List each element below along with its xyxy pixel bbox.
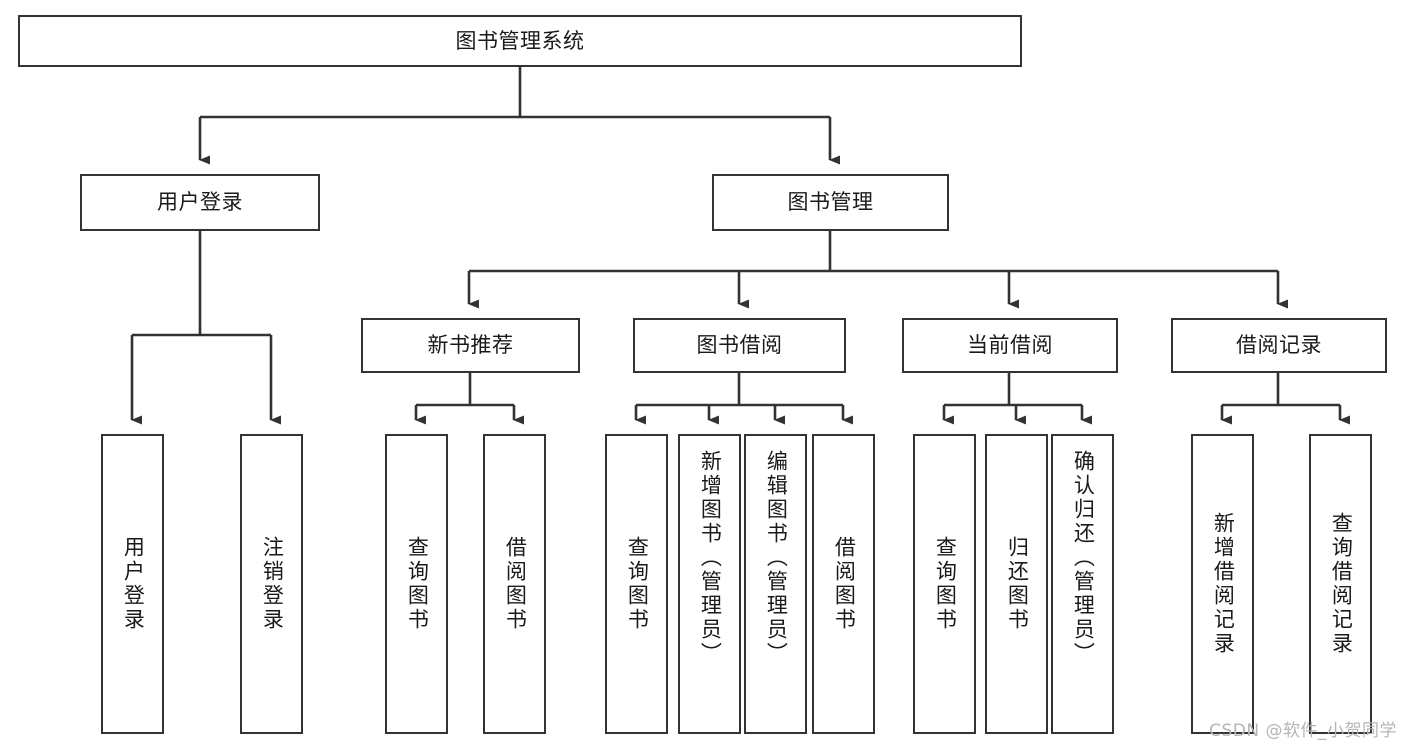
node-borrow-record-label: 借阅记录 — [1236, 333, 1322, 358]
node-leaf-return-book[interactable]: 归还图书 — [985, 434, 1048, 734]
node-book-manage[interactable]: 图书管理 — [712, 174, 949, 231]
node-leaf-add-book-label: 新增图书（管理员） — [698, 450, 723, 666]
node-leaf-query-book-1[interactable]: 查询图书 — [385, 434, 448, 734]
connectors-bookborrow-to-leaves — [634, 373, 853, 425]
node-current-borrow[interactable]: 当前借阅 — [902, 318, 1118, 373]
node-leaf-query-book-2-label: 查询图书 — [625, 536, 650, 632]
connectors-newbook-to-leaves — [414, 373, 524, 425]
node-leaf-borrow-book-2-label: 借阅图书 — [832, 536, 857, 632]
node-leaf-borrow-book-2[interactable]: 借阅图书 — [812, 434, 875, 734]
node-leaf-edit-book-label: 编辑图书（管理员） — [764, 450, 789, 666]
connectors-currentborrow-to-leaves — [942, 373, 1092, 425]
node-leaf-borrow-book-1[interactable]: 借阅图书 — [483, 434, 546, 734]
node-leaf-confirm-return-label: 确认归还（管理员） — [1071, 450, 1096, 666]
node-leaf-query-book-1-label: 查询图书 — [405, 536, 430, 632]
node-leaf-add-record[interactable]: 新增借阅记录 — [1191, 434, 1254, 734]
node-root[interactable]: 图书管理系统 — [18, 15, 1022, 67]
node-book-borrow[interactable]: 图书借阅 — [633, 318, 846, 373]
connectors-userlogin-to-leaves — [130, 231, 281, 425]
node-new-book-recommend[interactable]: 新书推荐 — [361, 318, 580, 373]
connectors-root-to-level2 — [198, 67, 840, 165]
node-leaf-user-logout[interactable]: 注销登录 — [240, 434, 303, 734]
node-book-borrow-label: 图书借阅 — [696, 333, 783, 358]
node-leaf-add-record-label: 新增借阅记录 — [1211, 512, 1236, 656]
node-leaf-query-book-3-label: 查询图书 — [933, 536, 958, 632]
connectors-borrowrecord-to-leaves — [1220, 373, 1350, 425]
node-user-login-label: 用户登录 — [157, 190, 243, 215]
node-leaf-query-book-3[interactable]: 查询图书 — [913, 434, 976, 734]
node-new-book-recommend-label: 新书推荐 — [427, 333, 514, 358]
node-borrow-record[interactable]: 借阅记录 — [1171, 318, 1387, 373]
node-leaf-user-login[interactable]: 用户登录 — [101, 434, 164, 734]
node-leaf-user-login-label: 用户登录 — [121, 536, 146, 632]
node-book-manage-label: 图书管理 — [787, 190, 874, 215]
node-current-borrow-label: 当前借阅 — [967, 333, 1053, 358]
node-leaf-user-logout-label: 注销登录 — [260, 536, 285, 632]
node-leaf-edit-book[interactable]: 编辑图书（管理员） — [744, 434, 807, 734]
node-leaf-borrow-book-1-label: 借阅图书 — [503, 536, 528, 632]
connectors-bookmanage-to-level3 — [467, 231, 1288, 309]
node-leaf-confirm-return[interactable]: 确认归还（管理员） — [1051, 434, 1114, 734]
node-leaf-add-book[interactable]: 新增图书（管理员） — [678, 434, 741, 734]
node-leaf-return-book-label: 归还图书 — [1005, 536, 1030, 632]
node-user-login[interactable]: 用户登录 — [80, 174, 320, 231]
node-leaf-query-record-label: 查询借阅记录 — [1329, 512, 1354, 656]
node-leaf-query-record[interactable]: 查询借阅记录 — [1309, 434, 1372, 734]
node-root-label: 图书管理系统 — [455, 28, 585, 53]
node-leaf-query-book-2[interactable]: 查询图书 — [605, 434, 668, 734]
